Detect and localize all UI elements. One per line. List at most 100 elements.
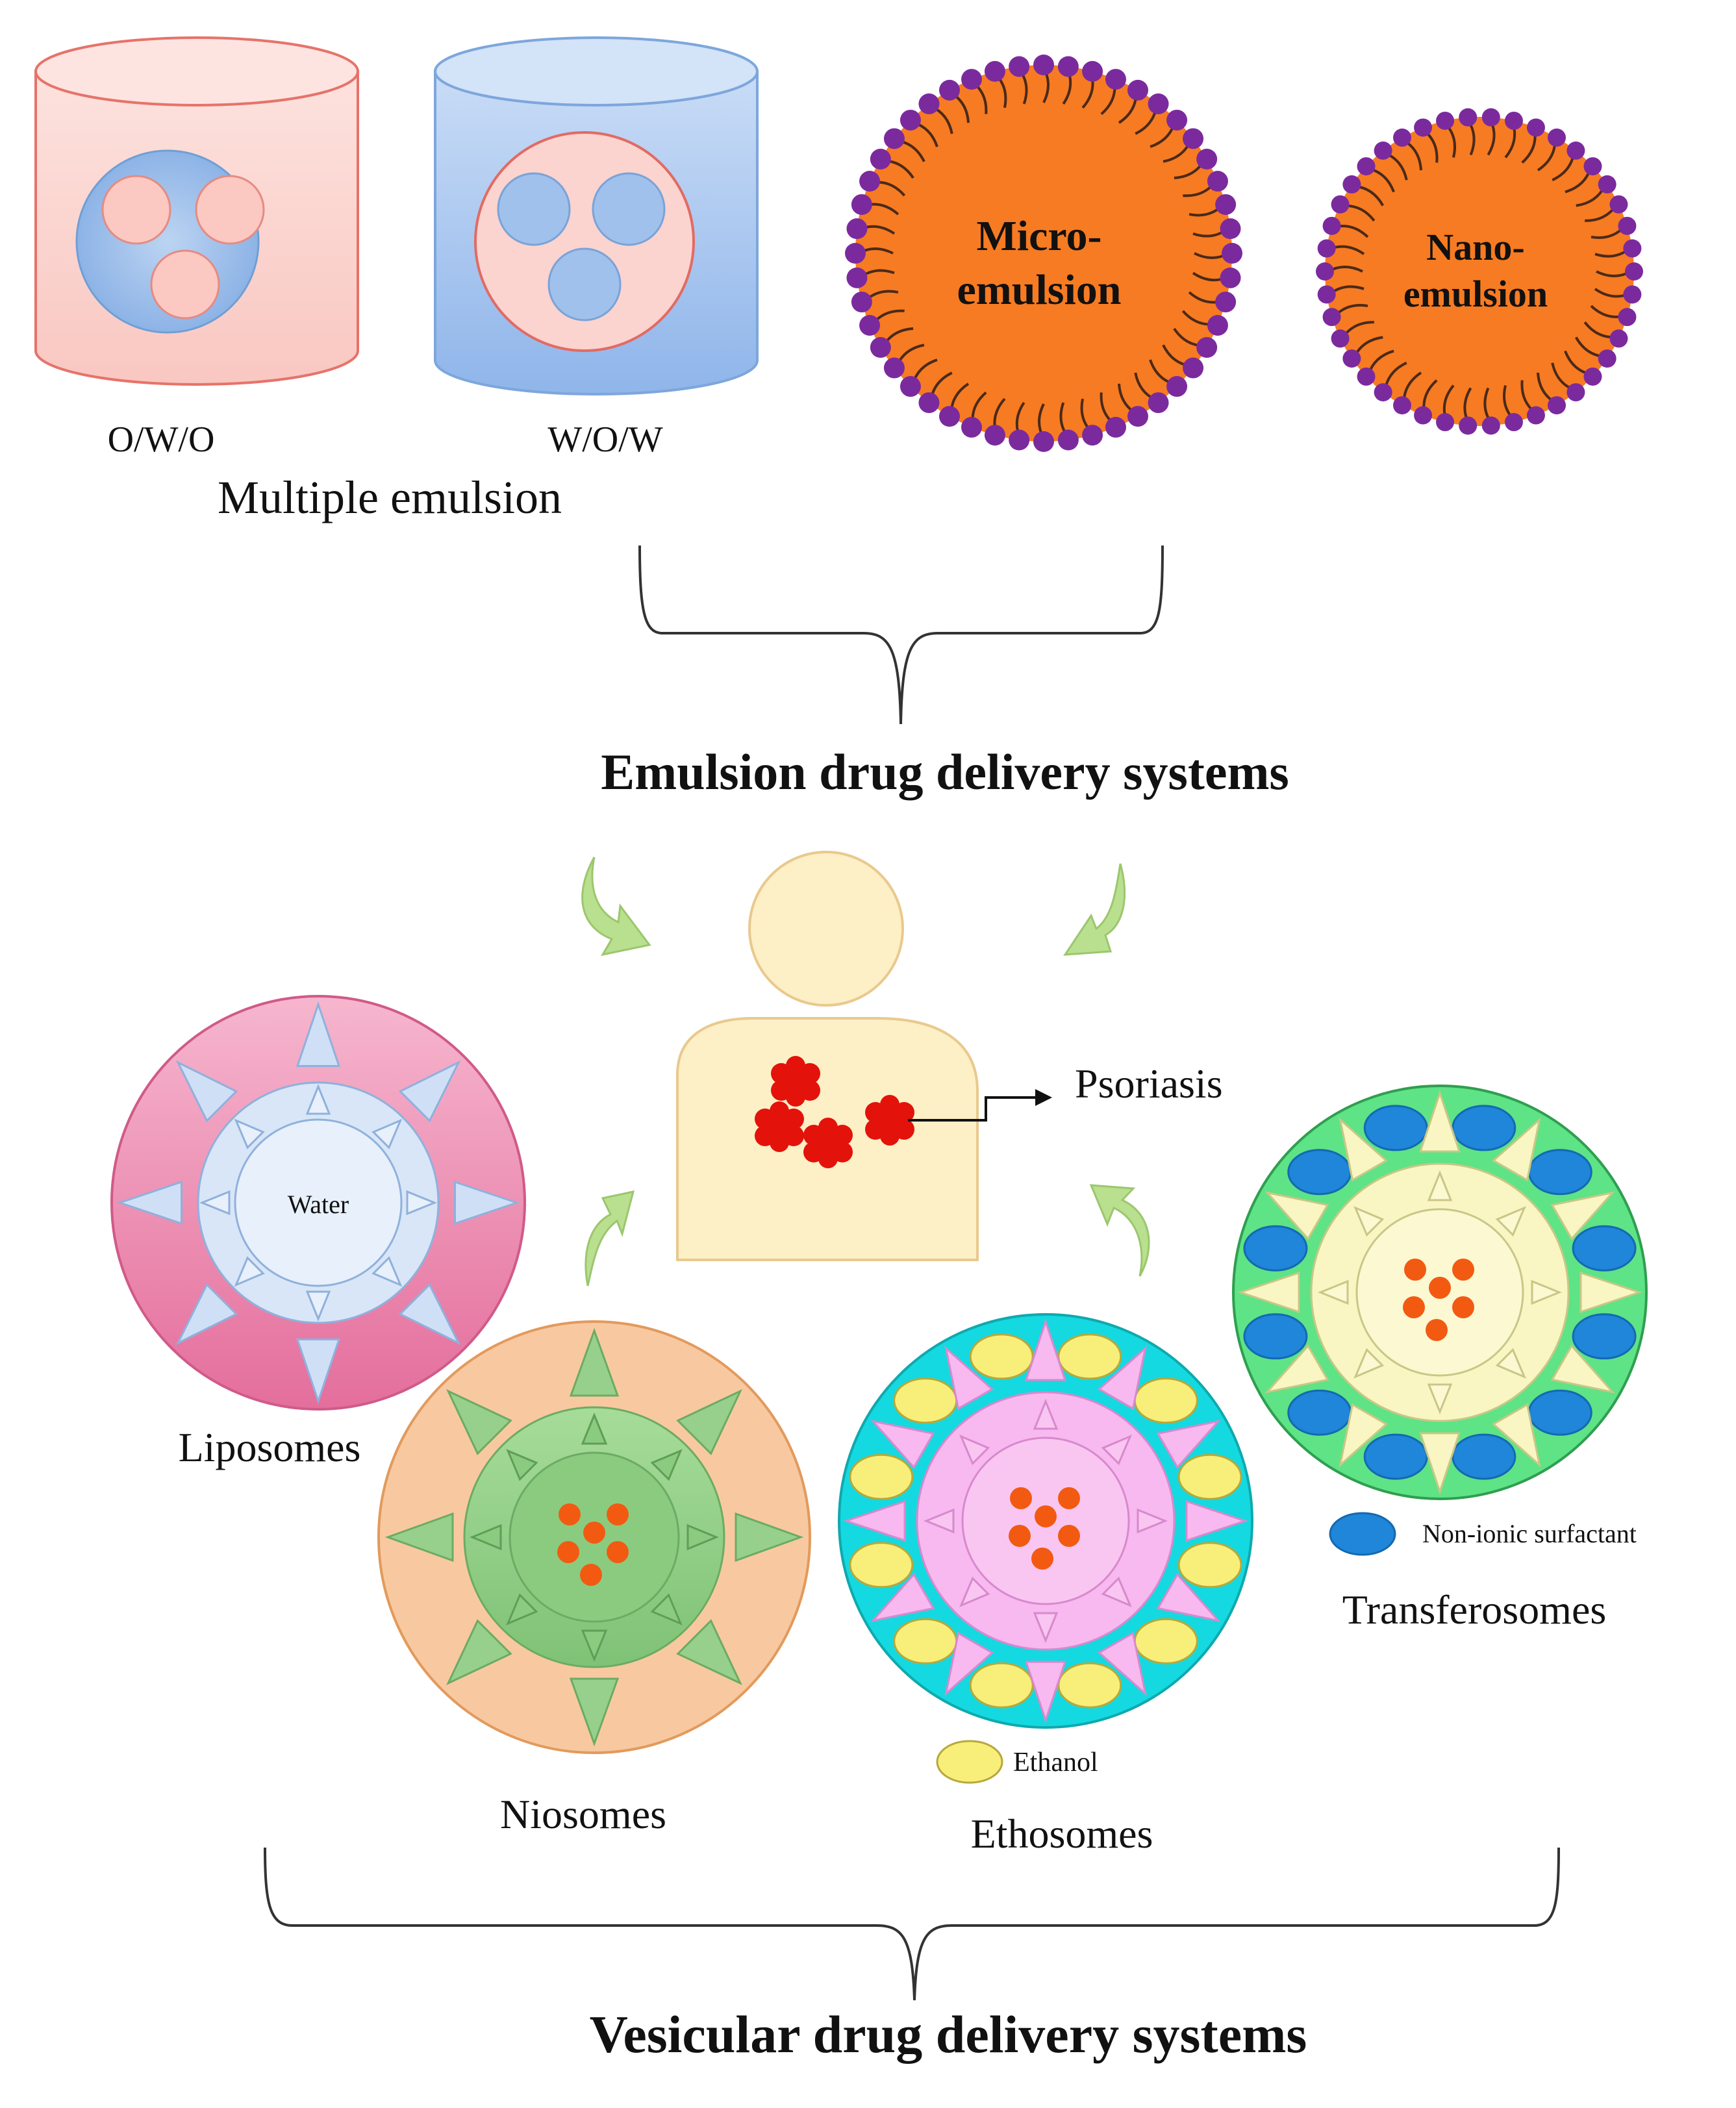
bilayer-triangle	[454, 1180, 520, 1225]
bilayer-triangle	[581, 1629, 608, 1662]
surfactant-head	[1316, 262, 1334, 281]
bilayer-triangle	[305, 1084, 331, 1115]
bilayer-triangle	[1024, 1661, 1067, 1724]
surfactant-head	[1436, 111, 1455, 130]
liposome-vesicle	[110, 995, 526, 1411]
surfactant-molecule	[1528, 1149, 1592, 1196]
surfactant-legend-label: Non-ionic surfactant	[1422, 1519, 1637, 1548]
surfactant-head	[1436, 413, 1455, 432]
surfactant-head	[1374, 141, 1392, 160]
multiple-emulsion-label: Multiple emulsion	[218, 471, 562, 523]
ethanol-droplet	[893, 1377, 958, 1424]
surfactant-head	[1207, 314, 1228, 336]
surfactant-legend-swatch	[1329, 1512, 1396, 1556]
nanoemulsion-label-line1: Nano-	[1426, 226, 1524, 268]
surfactant-head	[1618, 216, 1637, 235]
bilayer-triangle	[506, 1593, 538, 1625]
ethanol-legend-label: Ethanol	[1013, 1748, 1098, 1777]
drug-particle	[1403, 1296, 1425, 1318]
surfactant-head	[1623, 239, 1642, 258]
bilayer-triangle	[650, 1593, 683, 1625]
surfactant-head	[1414, 118, 1433, 137]
surfactant-head	[1357, 367, 1376, 386]
bilayer-triangle	[1579, 1271, 1642, 1314]
surfactant-head	[1504, 111, 1523, 130]
surfactant-head	[939, 79, 960, 101]
surfactant-head	[1166, 109, 1188, 131]
bilayer-triangle	[234, 1256, 265, 1287]
surfactant-head	[1414, 406, 1433, 425]
surfactant-head	[1331, 329, 1350, 348]
microemulsion-label-line1: Micro-	[976, 212, 1101, 260]
surfactant-head	[1625, 262, 1643, 281]
surfactant-head	[1459, 416, 1478, 435]
surfactant-head	[1322, 308, 1341, 327]
bilayer-triangle	[944, 1631, 994, 1696]
drug-particle	[1452, 1296, 1474, 1318]
surfactant-head	[918, 392, 940, 414]
liposomes-label: Liposomes	[179, 1424, 361, 1470]
surfactant-head	[859, 171, 881, 192]
surfactant-molecule	[1572, 1225, 1637, 1272]
surfactant-head	[851, 292, 872, 313]
bilayer-triangle	[199, 1190, 231, 1216]
bilayer-triangle	[870, 1572, 935, 1622]
owo-label: O/W/O	[108, 420, 215, 460]
ethanol-droplet	[893, 1618, 958, 1664]
surfactant-head	[1331, 195, 1350, 214]
surfactant-molecule	[1572, 1313, 1637, 1360]
surfactant-head	[1220, 218, 1241, 240]
arrow-top-left-icon	[581, 857, 651, 957]
surfactant-head	[1033, 55, 1054, 75]
ethanol-droplet	[1057, 1662, 1122, 1709]
surfactant-molecule	[1363, 1105, 1428, 1151]
bilayer-triangle	[959, 1576, 990, 1607]
bilayer-triangle	[1427, 1383, 1453, 1414]
surfactant-head	[1548, 396, 1566, 415]
drug-particle	[1031, 1548, 1053, 1570]
surfactant-head	[870, 337, 891, 358]
bilayer-triangle	[1427, 1170, 1453, 1201]
bilayer-triangle	[470, 1524, 502, 1551]
microemulsion-label-line2: emulsion	[957, 266, 1121, 314]
surfactant-head	[1033, 431, 1054, 452]
surfactant-head	[1166, 376, 1188, 397]
bilayer-triangle	[1418, 1090, 1461, 1153]
bilayer-triangle	[1156, 1572, 1221, 1622]
ethanol-droplet	[1177, 1453, 1242, 1500]
surfactant-head	[1215, 292, 1237, 313]
surfactant-head	[846, 218, 868, 240]
psoriasis-lesions	[755, 1056, 914, 1168]
bilayer-triangle	[1097, 1346, 1147, 1411]
bilayer-triangle	[406, 1190, 437, 1216]
bilayer-triangle	[116, 1180, 182, 1225]
ethanol-droplet	[1133, 1377, 1198, 1424]
drug-particle	[557, 1541, 579, 1563]
surfactant-head	[1481, 108, 1500, 127]
ethanol-droplet	[1057, 1333, 1122, 1380]
surfactant-molecule	[1287, 1149, 1352, 1196]
surfactant-molecule	[1243, 1225, 1308, 1272]
ethanol-droplet	[969, 1333, 1034, 1380]
psoriasis-label: Psoriasis	[1075, 1060, 1223, 1107]
surfactant-molecule	[1528, 1389, 1592, 1436]
surfactant-molecule	[1287, 1389, 1352, 1436]
bilayer-triangle	[175, 1283, 238, 1346]
surfactant-molecule	[1452, 1433, 1516, 1480]
bilayer-triangle	[1339, 1117, 1389, 1182]
bilayer-triangle	[959, 1435, 990, 1466]
surfactant-head	[1009, 429, 1030, 451]
surfactant-head	[1196, 149, 1218, 169]
surfactant-head	[883, 357, 905, 379]
bilayer-triangle	[398, 1060, 461, 1123]
surfactant-head	[1222, 243, 1242, 264]
surfactant-head	[1082, 425, 1103, 446]
arrow-top-right-icon	[1063, 863, 1126, 956]
surfactant-head	[1317, 239, 1336, 258]
surfactant-head	[1082, 60, 1103, 82]
bilayer-triangle	[1033, 1399, 1059, 1430]
drug-particle	[1404, 1259, 1426, 1281]
bilayer-triangle	[1101, 1435, 1132, 1466]
vesicular-brace	[264, 1847, 1560, 2001]
